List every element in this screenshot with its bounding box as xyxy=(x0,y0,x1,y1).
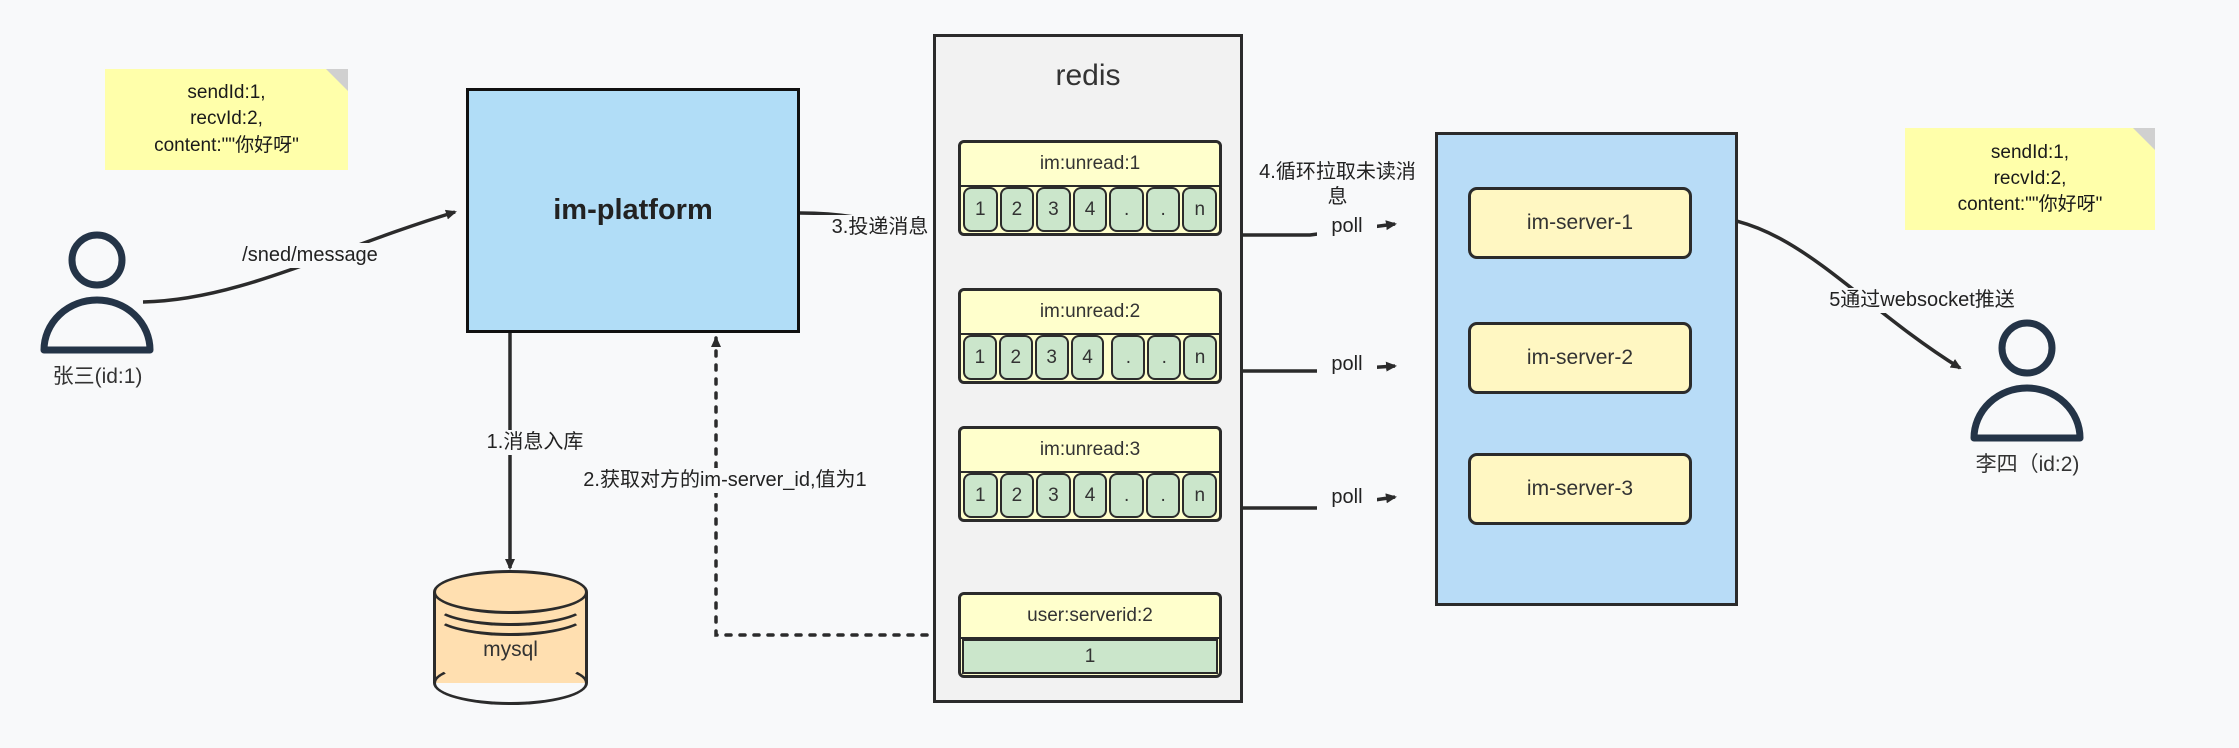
edge-label-poll-2: poll xyxy=(1317,352,1377,377)
edge-label-step1: 1.消息入库 xyxy=(453,430,617,455)
edge-label-poll-3: poll xyxy=(1317,485,1377,510)
edge-label-step3: 3.投递消息 xyxy=(810,215,950,240)
redis-cell: 3 xyxy=(1036,187,1071,232)
redis-cell: 4 xyxy=(1072,473,1108,518)
cylinder-bottom xyxy=(433,661,588,705)
redis-key-block-im-unread-2[interactable]: im:unread:2 1 2 3 4 . . n xyxy=(958,288,1222,384)
im-server-1-label: im-server-1 xyxy=(1526,211,1634,234)
im-server-3-label: im-server-3 xyxy=(1526,477,1634,500)
note-fold-icon xyxy=(326,69,348,91)
redis-cell-row: 1 2 3 4 . . n xyxy=(961,473,1219,519)
redis-cell: 3 xyxy=(1036,473,1071,518)
redis-cell: 1 xyxy=(963,335,997,380)
redis-key-name: im:unread:2 xyxy=(961,291,1219,335)
cylinder-top xyxy=(433,570,588,614)
redis-cell: 2 xyxy=(999,473,1035,518)
redis-key-block-im-unread-1[interactable]: im:unread:1 1 2 3 4 . . n xyxy=(958,140,1222,236)
redis-serverid-value: 1 xyxy=(962,639,1218,674)
note-fold-icon xyxy=(2133,128,2155,150)
redis-title: redis xyxy=(1055,59,1121,92)
actor-receiver-label: 李四（id:2) xyxy=(1975,453,2080,476)
redis-key-name: im:unread:3 xyxy=(961,429,1219,473)
mysql-database[interactable]: mysql xyxy=(433,570,588,705)
redis-cell: n xyxy=(1182,473,1218,518)
redis-cell: n xyxy=(1182,187,1218,232)
sticky-note-right-text: sendId:1, recvId:2, content:""你好呀" xyxy=(1957,141,2103,216)
redis-cell: . xyxy=(1109,473,1144,518)
redis-cell: 4 xyxy=(1070,335,1105,380)
redis-cell: . xyxy=(1145,187,1181,232)
im-server-1-box[interactable]: im-server-1 xyxy=(1468,187,1692,259)
sticky-note-right: sendId:1, recvId:2, content:""你好呀" xyxy=(1905,128,2155,230)
actor-sender-label: 张三(id:1) xyxy=(52,365,143,388)
redis-cell: 2 xyxy=(998,335,1033,380)
mysql-label: mysql xyxy=(483,637,538,661)
redis-key-block-user-serverid[interactable]: user:serverid:2 1 xyxy=(958,592,1222,678)
edge-label-send-message: /sned/message xyxy=(228,243,392,268)
im-server-2-box[interactable]: im-server-2 xyxy=(1468,322,1692,394)
redis-key-name: user:serverid:2 xyxy=(961,595,1219,639)
actor-sender: 张三(id:1) xyxy=(30,230,165,390)
edge-label-step4: 4.循环拉取未读消 息 xyxy=(1248,160,1427,210)
im-server-3-box[interactable]: im-server-3 xyxy=(1468,453,1692,525)
im-server-2-label: im-server-2 xyxy=(1526,346,1634,369)
redis-cell-row: 1 2 3 4 . . n xyxy=(961,335,1219,381)
sticky-note-left-text: sendId:1, recvId:2, content:""你好呀" xyxy=(154,82,299,156)
cylinder-ring-2 xyxy=(433,592,588,636)
redis-cell: . xyxy=(1147,335,1182,380)
im-platform-label: im-platform xyxy=(553,194,713,226)
redis-cell: n xyxy=(1183,335,1218,380)
person-icon xyxy=(40,231,154,354)
redis-cell: . xyxy=(1145,473,1181,518)
cylinder-ring-1 xyxy=(433,582,588,626)
redis-cell: 3 xyxy=(1034,335,1069,380)
redis-cell: 1 xyxy=(963,187,998,232)
redis-key-name: im:unread:1 xyxy=(961,143,1219,187)
im-platform-box[interactable]: im-platform xyxy=(466,88,800,333)
redis-cell: . xyxy=(1111,335,1146,380)
edge-label-poll-1: poll xyxy=(1317,214,1377,239)
edge-label-step5: 5通过websocket推送 xyxy=(1790,288,2054,313)
redis-cell-row: 1 2 3 4 . . n xyxy=(961,187,1219,233)
redis-cell: . xyxy=(1109,187,1144,232)
redis-cell: 1 xyxy=(963,473,998,518)
sticky-note-left: sendId:1, recvId:2, content:""你好呀" xyxy=(105,69,348,170)
edge-label-step2: 2.获取对方的im-server_id,值为1 xyxy=(563,468,887,493)
person-icon xyxy=(1970,319,2084,442)
actor-receiver: 李四（id:2) xyxy=(1960,318,2095,478)
redis-cell: 2 xyxy=(999,187,1035,232)
redis-key-block-im-unread-3[interactable]: im:unread:3 1 2 3 4 . . n xyxy=(958,426,1222,522)
redis-cell: 4 xyxy=(1072,187,1108,232)
